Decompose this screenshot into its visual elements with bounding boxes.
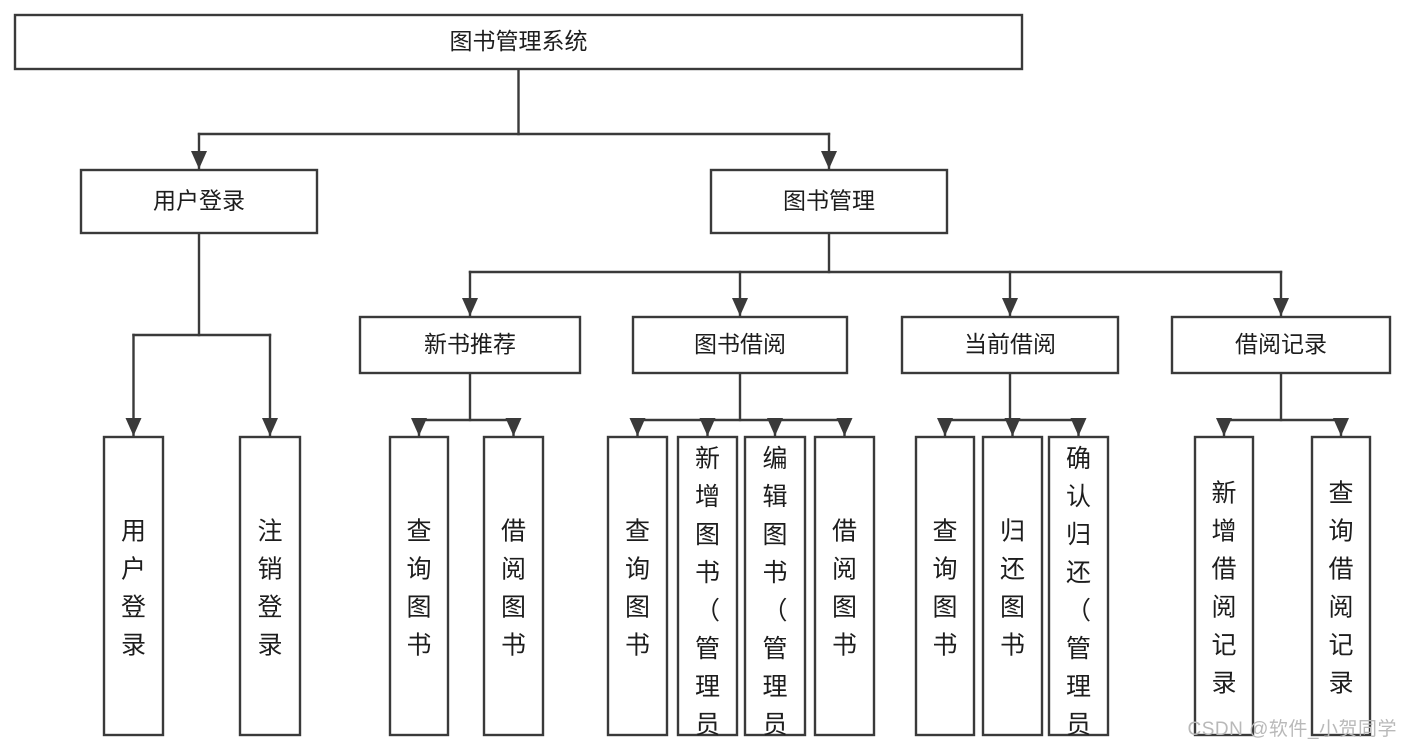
node-box-rect	[743, 435, 807, 737]
node-leaf-8[interactable]: 查询图书	[914, 435, 976, 737]
node-box-rect	[13, 13, 1024, 71]
node-label: 新增图书（管理员）	[695, 445, 720, 747]
node-level2-0[interactable]: 用户登录	[79, 168, 319, 235]
arrow-head-icon	[1216, 418, 1232, 436]
node-boxes: 图书管理系统用户登录图书管理新书推荐图书借阅当前借阅借阅记录用户登录注销登录查询…	[13, 13, 1392, 747]
node-box-rect	[102, 435, 165, 737]
arrow-head-icon	[821, 151, 837, 169]
arrow-head-icon	[1333, 418, 1349, 436]
arrow-head-icon	[1273, 298, 1289, 316]
arrow-head-icon	[262, 418, 278, 436]
node-label: 确认归还（管理员）	[1066, 445, 1091, 747]
node-box-rect	[358, 315, 582, 375]
node-box-rect	[676, 435, 739, 737]
node-level3-3[interactable]: 借阅记录	[1170, 315, 1392, 375]
node-label: 查询图书	[406, 518, 431, 660]
arrow-head-icon	[767, 418, 783, 436]
node-leaf-11[interactable]: 新增借阅记录	[1193, 435, 1255, 737]
node-box-rect	[813, 435, 876, 737]
node-label: 注销登录	[257, 518, 282, 660]
node-box-rect	[631, 315, 849, 375]
node-label: 借阅记录	[1235, 331, 1327, 357]
node-label: 当前借阅	[964, 331, 1056, 357]
node-box-rect	[606, 435, 669, 737]
node-box-rect	[79, 168, 319, 235]
arrow-head-icon	[1002, 298, 1018, 316]
node-label: 用户登录	[121, 518, 146, 660]
node-label: 图书管理	[783, 188, 875, 214]
node-label: 新增借阅记录	[1211, 480, 1236, 698]
node-leaf-12[interactable]: 查询借阅记录	[1310, 435, 1372, 737]
node-box-rect	[900, 315, 1120, 375]
node-box-rect	[1170, 315, 1392, 375]
arrow-head-icon	[1004, 418, 1021, 436]
node-leaf-7[interactable]: 借阅图书	[813, 435, 876, 737]
node-level3-0[interactable]: 新书推荐	[358, 315, 582, 375]
node-leaf-4[interactable]: 查询图书	[606, 435, 669, 737]
node-leaf-2[interactable]: 查询图书	[388, 435, 450, 737]
node-level3-2[interactable]: 当前借阅	[900, 315, 1120, 375]
node-box-rect	[388, 435, 450, 737]
node-box-rect	[1047, 435, 1110, 737]
arrow-head-icon	[937, 418, 953, 436]
node-level2-1[interactable]: 图书管理	[709, 168, 949, 235]
node-leaf-6[interactable]: 编辑图书（管理员）	[743, 435, 807, 747]
node-leaf-9[interactable]: 归还图书	[981, 435, 1044, 737]
arrow-head-icon	[125, 418, 142, 436]
arrow-head-icon	[462, 298, 478, 316]
node-leaf-0[interactable]: 用户登录	[102, 435, 165, 737]
node-box-rect	[914, 435, 976, 737]
arrow-head-icon	[1070, 418, 1087, 436]
arrow-head-icon	[699, 418, 716, 436]
node-label: 新书推荐	[424, 331, 516, 357]
node-label: 查询图书	[625, 518, 650, 660]
arrow-head-icon	[411, 418, 427, 436]
node-label: 借阅图书	[832, 518, 857, 660]
node-label: 图书借阅	[694, 331, 786, 357]
node-label: 查询图书	[932, 518, 957, 660]
node-leaf-1[interactable]: 注销登录	[238, 435, 302, 737]
arrow-head-icon	[505, 418, 522, 436]
node-leaf-5[interactable]: 新增图书（管理员）	[676, 435, 739, 747]
arrow-head-icon	[191, 151, 207, 169]
node-box-rect	[709, 168, 949, 235]
node-box-rect	[981, 435, 1044, 737]
node-label: 图书管理系统	[450, 28, 588, 54]
node-leaf-3[interactable]: 借阅图书	[482, 435, 545, 737]
node-box-rect	[238, 435, 302, 737]
arrow-head-icon	[629, 418, 646, 436]
node-label: 查询借阅记录	[1328, 480, 1353, 698]
node-label: 编辑图书（管理员）	[762, 445, 787, 747]
node-label: 用户登录	[153, 188, 245, 214]
watermark-text: CSDN @软件_小贺同学	[1187, 719, 1397, 740]
node-level3-1[interactable]: 图书借阅	[631, 315, 849, 375]
node-box-rect	[1310, 435, 1372, 737]
node-label: 借阅图书	[501, 518, 526, 660]
node-label: 归还图书	[1000, 518, 1025, 660]
node-leaf-10[interactable]: 确认归还（管理员）	[1047, 435, 1110, 747]
node-box-rect	[1193, 435, 1255, 737]
connector-lines	[125, 67, 1349, 437]
node-root-0[interactable]: 图书管理系统	[13, 13, 1024, 71]
arrow-head-icon	[732, 298, 748, 316]
arrow-head-icon	[836, 418, 853, 436]
node-box-rect	[482, 435, 545, 737]
